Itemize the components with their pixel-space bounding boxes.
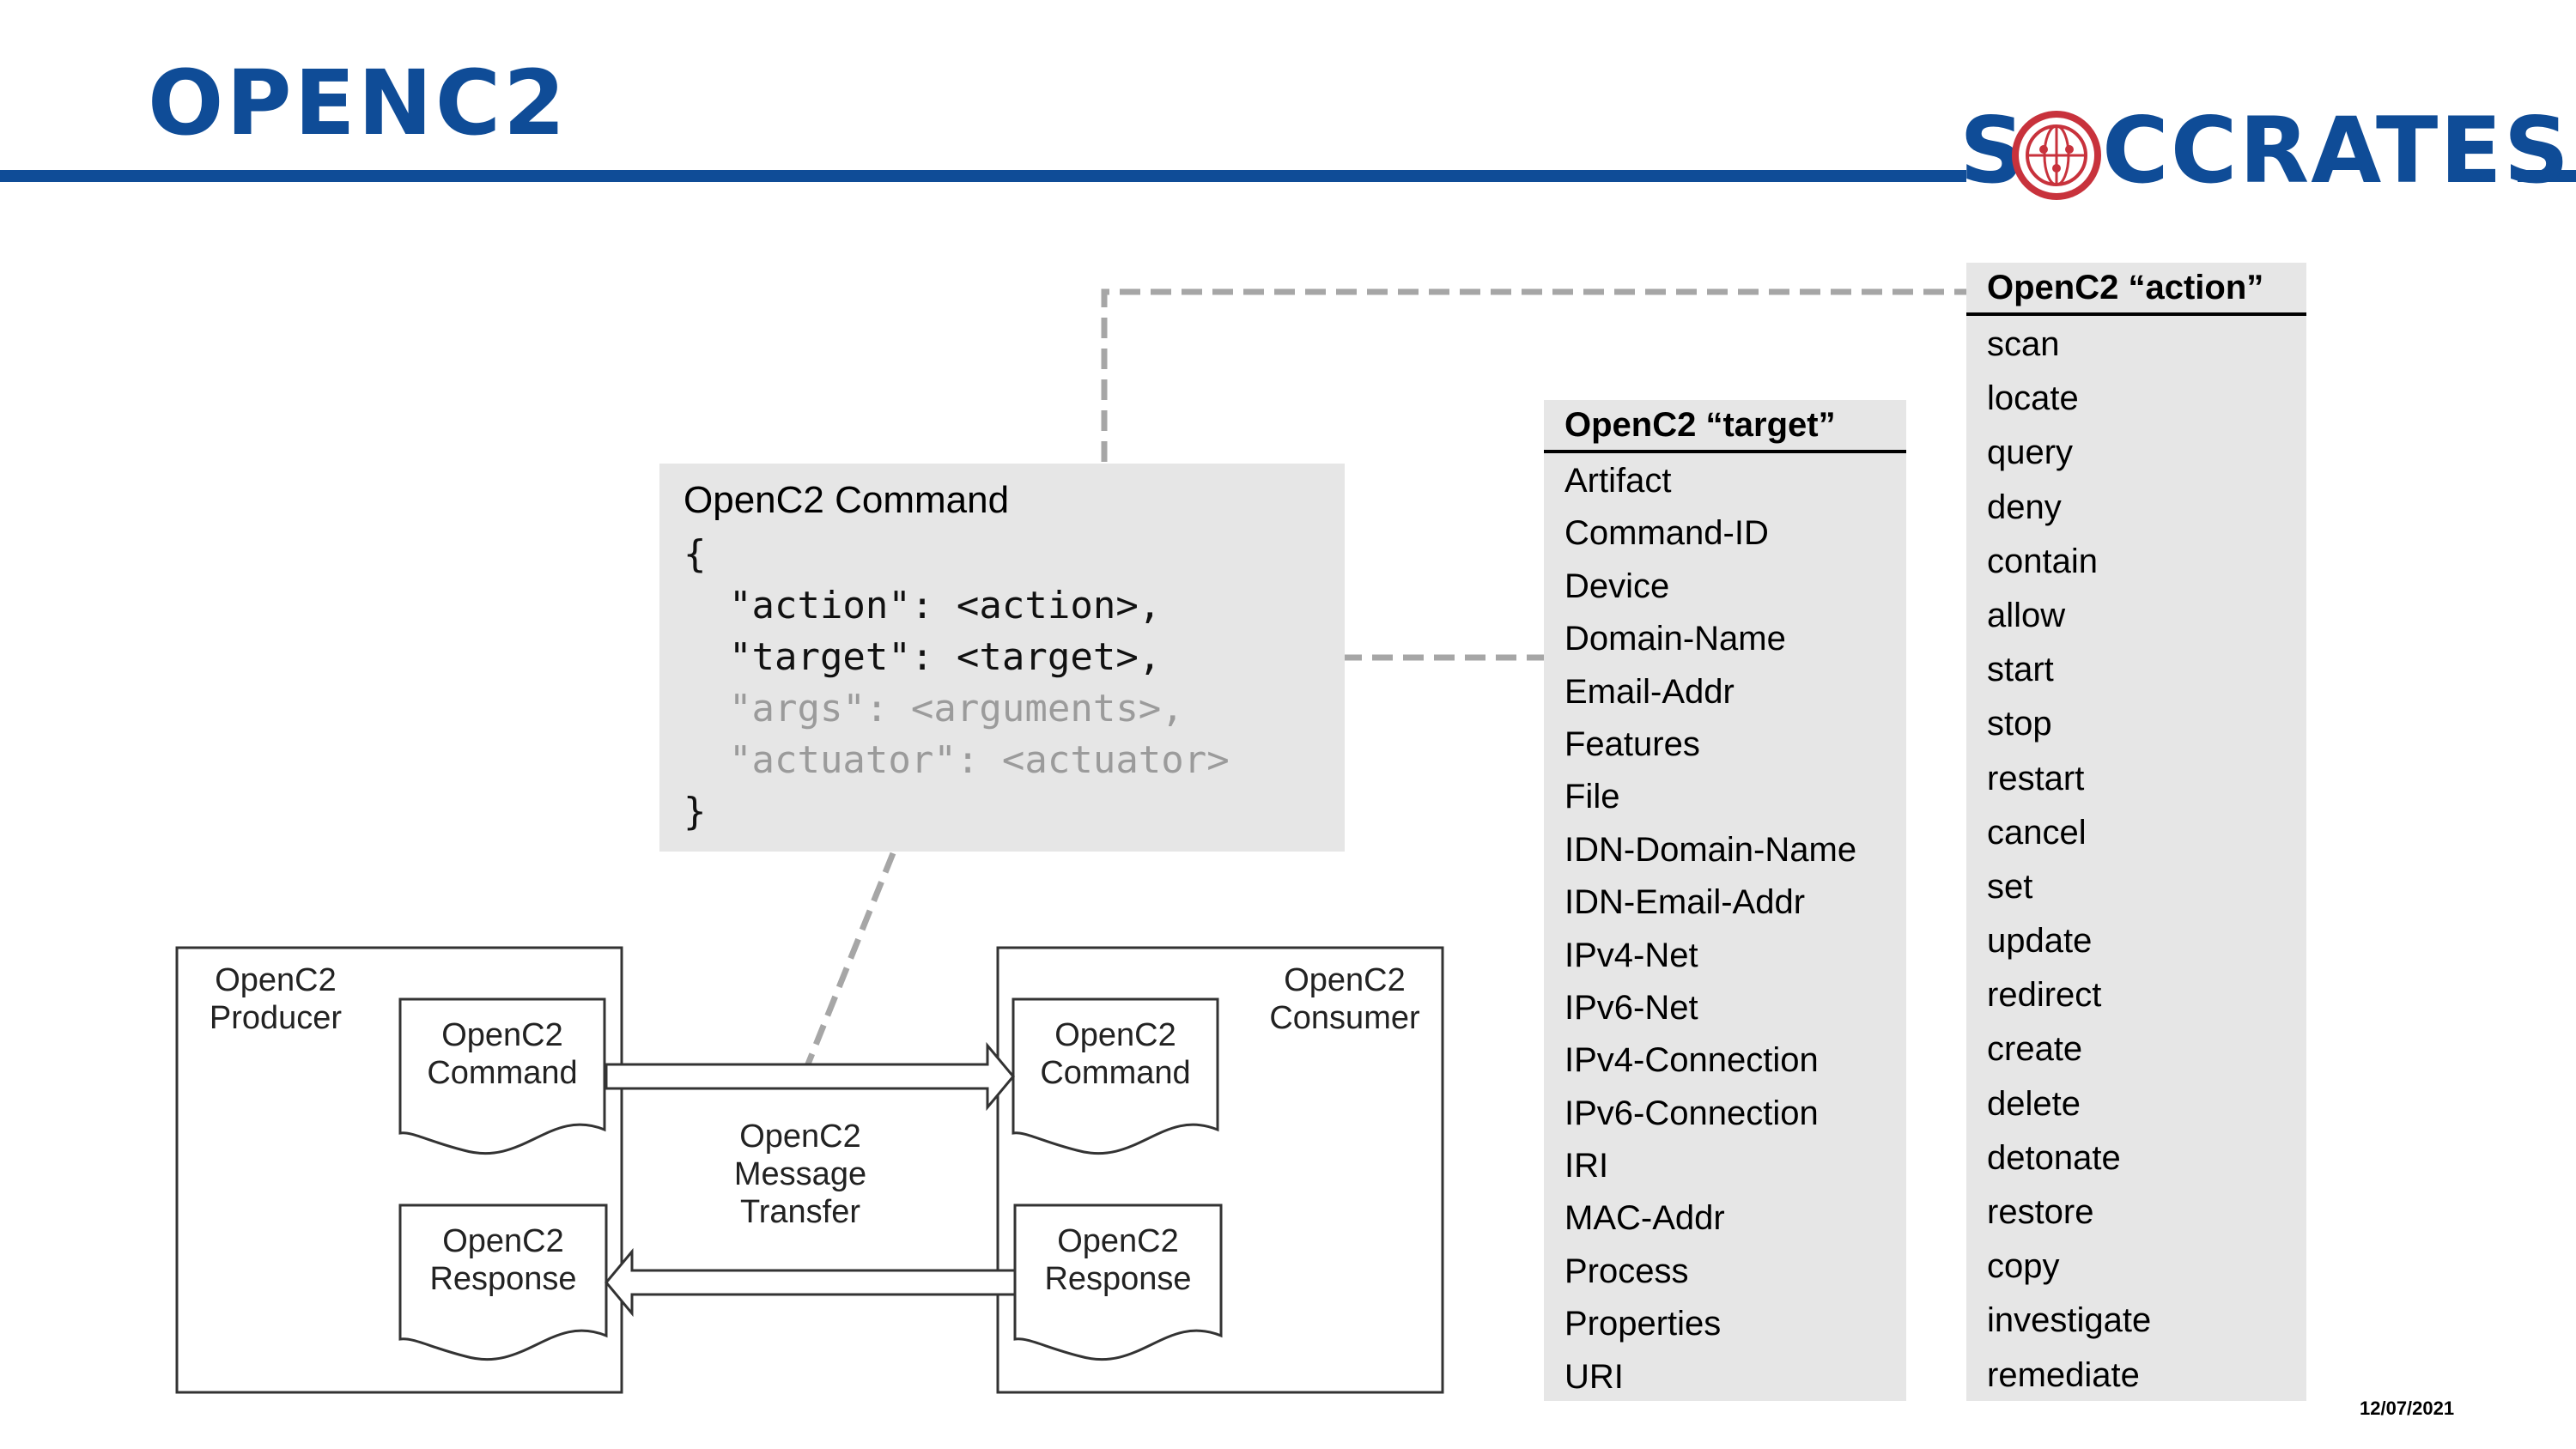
target-list-item: IPv6-Connection [1564,1094,1819,1132]
target-list-item: URI [1564,1357,1624,1396]
action-list-header: OpenC2 “action” [1966,263,2306,316]
action-list-item: update [1987,922,2093,961]
action-list-item: detonate [1987,1138,2121,1177]
producer-response-label: OpenC2 Response [429,1223,577,1297]
action-list-item: copy [1987,1247,2060,1286]
action-list-item: contain [1987,542,2098,580]
consumer-response-label: OpenC2 Response [1044,1223,1192,1297]
target-list-item: Process [1564,1252,1689,1290]
command-title: OpenC2 Command [683,479,1010,521]
target-list-item: Command-ID [1564,514,1769,553]
action-list-item: investigate [1987,1301,2152,1340]
action-list-item: redirect [1987,976,2102,1015]
target-list-item: IPv4-Net [1564,936,1698,974]
globe-icon [2012,111,2101,200]
action-list-item: restart [1987,759,2085,797]
target-list-item: Domain-Name [1564,620,1786,658]
action-list-item: allow [1987,596,2066,634]
slide-title: OPENC2 [148,51,568,155]
code-line-target: "target": <target>, [683,635,1162,679]
logo-text: CCRATES [2102,98,2572,203]
producer-label: OpenC2 Producer [209,962,343,1036]
target-list-item: Email-Addr [1564,672,1735,711]
code-line-close-brace: } [683,790,707,834]
slide-date: 12/07/2021 [2360,1397,2455,1419]
action-list-item: restore [1987,1193,2094,1231]
target-list-item: Properties [1564,1305,1722,1343]
code-line-args: "args": <arguments>, [683,687,1184,731]
producer-command-doc [398,997,606,1155]
command-box [659,464,1345,852]
target-list-item: IDN-Email-Addr [1564,883,1806,922]
action-list-item: scan [1987,325,2060,363]
code-line-open-brace: { [683,532,707,576]
code-line-actuator: "actuator": <actuator> [683,738,1230,782]
target-list-item: Features [1564,724,1700,763]
target-list-item: MAC-Addr [1564,1199,1725,1238]
consumer-label: OpenC2 Consumer [1269,962,1420,1036]
code-line-action: "action": <action>, [683,584,1162,627]
action-list-item: deny [1987,488,2062,526]
action-list-item: cancel [1987,813,2087,852]
consumer-command-label: OpenC2 Command [1040,1017,1191,1091]
consumer-command-doc [1012,997,1219,1155]
target-list-header: OpenC2 “target” [1544,400,1906,453]
target-list-item: IRI [1564,1147,1609,1185]
target-list-item: IPv6-Net [1564,988,1698,1027]
target-list-item: File [1564,778,1620,816]
action-list-item: start [1987,651,2054,689]
transfer-label: OpenC2 Message Transfer [733,1119,867,1230]
action-list-item: set [1987,867,2033,906]
command-to-diagram-connector [800,852,896,1076]
producer-command-label: OpenC2 Command [427,1017,578,1091]
action-list-item: remediate [1987,1355,2140,1394]
target-list-item: Artifact [1564,462,1672,500]
response-arrow [605,1247,1017,1318]
action-list-item: locate [1987,379,2079,418]
action-list-item: create [1987,1030,2083,1069]
action-list: OpenC2 “action” scan locate query deny conta… [1966,263,2306,1401]
command-arrow [605,1041,1015,1112]
header-rule-right [2518,170,2576,182]
action-list-item: query [1987,433,2074,472]
target-list-item: Device [1564,567,1670,605]
action-list-item: delete [1987,1084,2081,1123]
header-rule [0,170,1966,182]
action-list-item: stop [1987,705,2052,743]
target-list-item: IDN-Domain-Name [1564,830,1857,869]
target-list-item: IPv4-Connection [1564,1041,1819,1080]
consumer-response-doc [1013,1203,1223,1361]
producer-response-doc [398,1203,608,1361]
